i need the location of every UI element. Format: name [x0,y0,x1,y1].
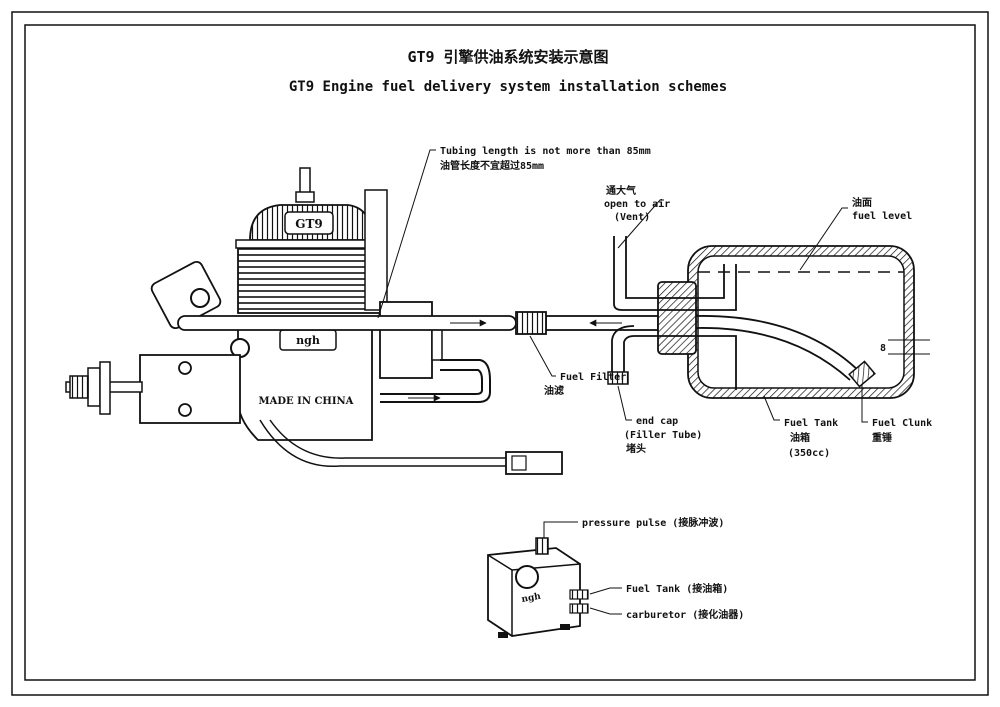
end-cap-en: end cap [636,416,678,427]
pump-logo: ngh [521,592,542,605]
fuel-tank-en: Fuel Tank [784,418,838,429]
pump-fuel-tank-label: Fuel Tank (接油箱) [626,582,728,595]
pump-detail: ngh [487,537,589,638]
leader-lines [377,149,868,615]
title-chinese: GT9 引擎供油系统安装示意图 [407,48,608,66]
fuel-line [177,311,659,335]
dimension-mark: 8 [880,343,886,354]
pressure-pulse-label: pressure pulse (接脉冲波) [582,516,724,529]
inner-border [24,24,976,681]
cylinder [237,244,381,314]
fuel-tank [607,236,930,399]
end-cap-paren: (Filler Tube) [624,429,702,441]
engine: GT9 ngh MADE IN CHINA [65,167,563,475]
end-cap [607,371,629,385]
outer-border [11,11,989,696]
clunk-line [695,315,861,373]
title-english: GT9 Engine fuel delivery system installa… [289,79,727,95]
filler-tube [623,335,737,390]
fuel-filter [515,311,547,335]
end-cap-cn: 堵头 [626,442,646,455]
fuel-level-en: fuel level [852,211,912,222]
crank-logo: ngh [296,334,320,347]
head-brand: GT9 [295,217,323,231]
vent-label-paren: (Vent) [614,212,650,223]
ignition-wire [259,419,506,468]
fuel-tank-cn: 油箱 [790,431,810,444]
tank-stopper [657,281,697,355]
pump-carburetor-label: carburetor (接化油器) [626,608,744,621]
vent-label-cn: 通大气 [606,184,636,197]
fuel-tank-capacity: (350cc) [788,448,830,459]
fuel-clunk-cn: 重锤 [872,431,892,444]
vent-tube [613,236,737,311]
vent-label-en: open to air [604,198,670,210]
mounted-pump [379,301,433,379]
made-in-text: MADE IN CHINA [259,396,354,407]
tubing-note-cn: 油管长度不宜超过85mm [440,159,544,172]
fuel-level-cn: 油面 [852,196,872,209]
fuel-clunk-en: Fuel Clunk [872,418,932,429]
tubing-note-en: Tubing length is not more than 85mm [440,145,651,157]
fuel-filter-cn: 油滤 [544,384,564,397]
fuel-filter-en: Fuel Filter [560,371,626,383]
return-tube [380,359,491,403]
fuel-clunk [848,360,876,388]
